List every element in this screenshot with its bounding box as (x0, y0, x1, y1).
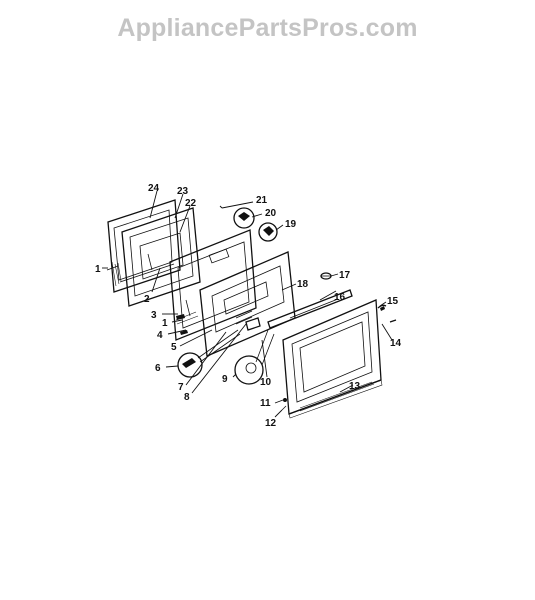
callout-5: 5 (171, 342, 177, 353)
callout-6: 6 (155, 363, 161, 374)
callout-labels: 24 23 22 21 20 19 1 2 17 18 16 15 3 1 4 … (95, 183, 402, 429)
callout-12: 12 (265, 418, 277, 429)
part-16-trim-strip (267, 289, 353, 329)
callout-19: 19 (285, 219, 297, 230)
hinge-parts (176, 314, 261, 335)
callout-23: 23 (177, 186, 189, 197)
part-20-bracket (233, 207, 255, 229)
part-24-inner-panel (107, 199, 181, 293)
callout-22: 22 (185, 198, 197, 209)
callout-4: 4 (157, 330, 163, 341)
callout-11: 11 (260, 398, 271, 409)
part-9-knob (234, 329, 275, 385)
callout-15: 15 (387, 296, 399, 307)
callout-8: 8 (184, 392, 190, 403)
callout-2: 2 (144, 294, 150, 305)
callout-13: 13 (349, 381, 361, 392)
callout-14: 14 (390, 338, 402, 349)
part-18-inner-door (199, 251, 296, 357)
callout-18: 18 (297, 279, 309, 290)
callout-10: 10 (260, 377, 272, 388)
part-17-screw (320, 272, 332, 280)
part-15-clip (377, 304, 397, 323)
callout-1b: 1 (162, 318, 168, 329)
part-6-handle-cap (177, 329, 241, 378)
callout-17: 17 (339, 270, 351, 281)
callout-24: 24 (148, 183, 160, 194)
callout-1: 1 (95, 264, 101, 275)
callout-16: 16 (334, 292, 346, 303)
part-22-23-panel (121, 207, 201, 307)
callout-21: 21 (256, 195, 268, 206)
part-13-outer-door (282, 299, 383, 419)
leader-lines (102, 190, 393, 418)
callout-7: 7 (178, 382, 184, 393)
callout-9: 9 (222, 374, 228, 385)
callout-3: 3 (151, 310, 157, 321)
callout-20: 20 (265, 208, 277, 219)
part-11-12-screws (281, 398, 287, 411)
part-19-grommet (258, 222, 278, 242)
site-watermark: AppliancePartsPros.com (117, 14, 418, 42)
